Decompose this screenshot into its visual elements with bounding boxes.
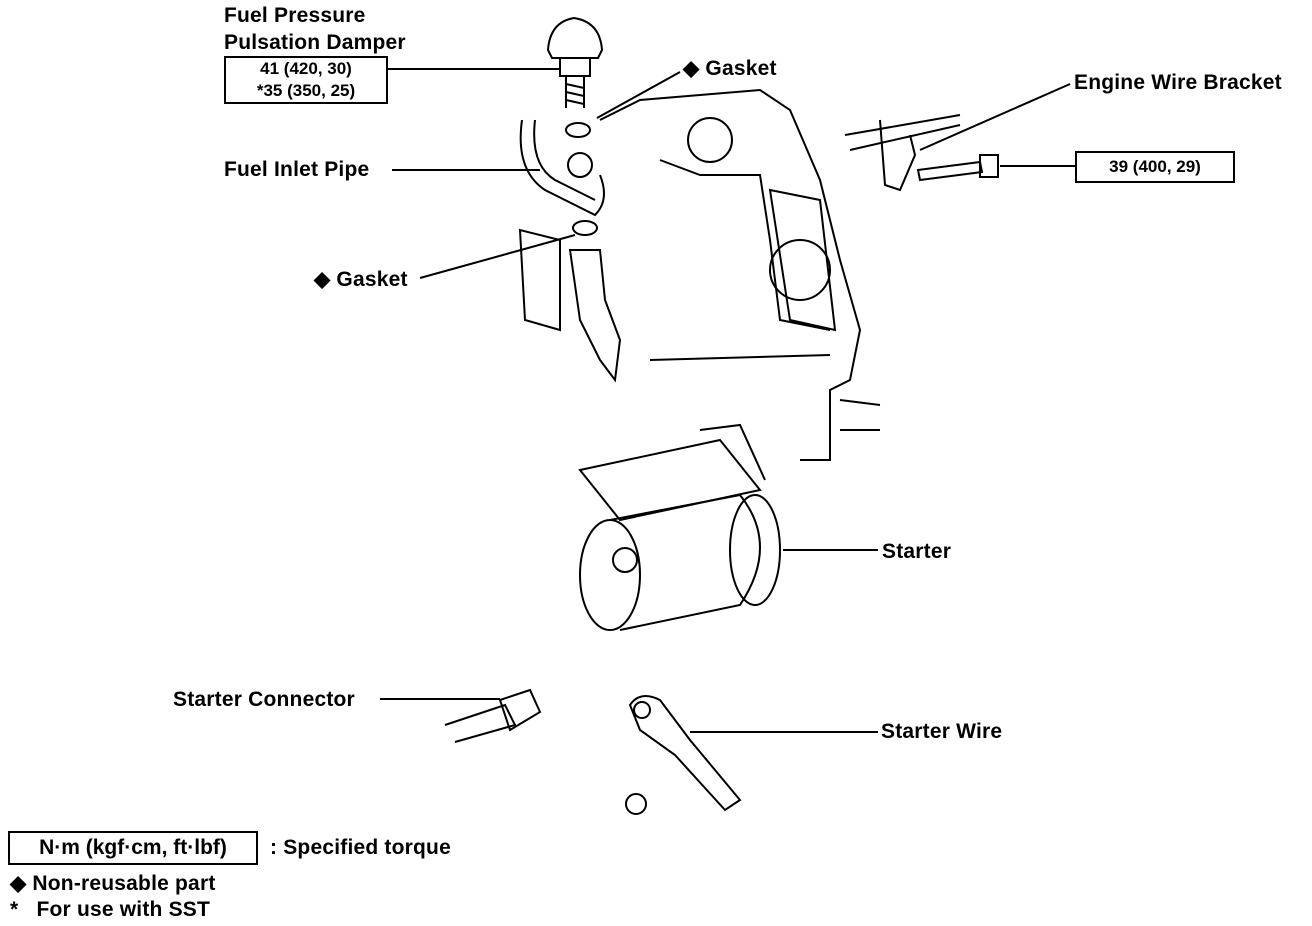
non-reusable-icon: ◆ <box>314 268 331 291</box>
non-reusable-icon: ◆ <box>683 57 700 80</box>
engine-wire-bracket-part <box>844 114 961 192</box>
engine-block <box>518 88 881 461</box>
non-reusable-icon: ◆ <box>10 872 27 895</box>
torque-box-damper: 41 (420, 30) *35 (350, 25) <box>224 56 388 104</box>
label-engine-wire-bracket: Engine Wire Bracket <box>1074 71 1282 94</box>
torque-value: 41 (420, 30) <box>260 59 352 78</box>
legend-non-reusable: ◆ Non-reusable part <box>10 872 216 895</box>
torque-box-bracket: 39 (400, 29) <box>1075 151 1235 183</box>
fuel-inlet-pipe-part <box>519 119 605 217</box>
starter-part <box>578 423 781 631</box>
label-gasket-top: ◆ Gasket <box>683 57 777 80</box>
legend-sst: * For use with SST <box>10 898 211 921</box>
torque-value-sst: *35 (350, 25) <box>256 81 356 100</box>
starter-wire-nut <box>625 793 647 815</box>
leader-lines <box>380 68 1075 733</box>
label-starter-connector: Starter Connector <box>173 688 355 711</box>
label-starter: Starter <box>882 540 952 563</box>
starter-wire-part <box>628 695 742 812</box>
legend-torque-desc: : Specified torque <box>270 836 451 859</box>
gasket-part-bottom <box>572 220 598 236</box>
sst-icon: * <box>10 898 19 921</box>
label-starter-wire: Starter Wire <box>881 720 1003 743</box>
gasket-part-top <box>565 122 591 138</box>
starter-connector-part <box>444 688 542 743</box>
label-gasket-bottom: ◆ Gasket <box>314 268 408 291</box>
label-damper-line1: Fuel Pressure <box>224 4 366 27</box>
fuel-pressure-pulsation-damper-part <box>546 16 604 108</box>
bracket-bolt-part <box>916 154 999 182</box>
label-fuel-inlet-pipe: Fuel Inlet Pipe <box>224 158 370 181</box>
legend-torque-unit: N·m (kgf·cm, ft·lbf) <box>8 831 258 865</box>
label-damper-line2: Pulsation Damper <box>224 31 406 54</box>
